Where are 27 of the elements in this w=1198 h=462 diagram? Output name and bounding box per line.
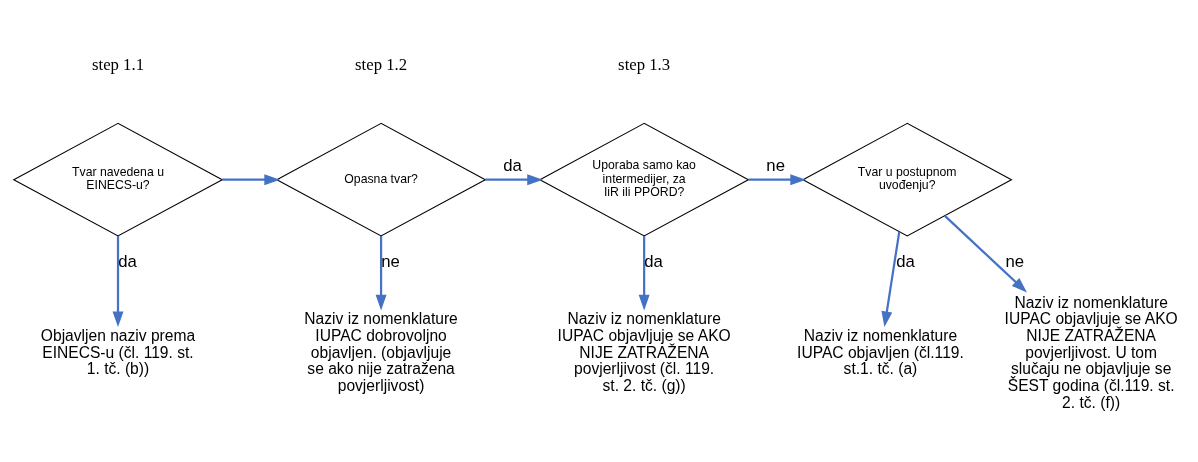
edge-label: ne bbox=[766, 155, 785, 175]
arrow bbox=[222, 173, 280, 185]
node-text: Naziv iz nomenklature IUPAC objavljuje se AKO NIJE ZATRAŽENA povjerljivost (čl. 119. st. 2. tč. (g)) bbox=[557, 309, 731, 394]
arrow bbox=[638, 235, 650, 310]
arrow bbox=[881, 231, 901, 327]
node-diamond: Uporaba samo kao intermedijer, za IiR ili PPORD? bbox=[538, 122, 750, 237]
arrow bbox=[944, 214, 1027, 293]
arrow bbox=[375, 235, 387, 310]
edge-label: da bbox=[896, 251, 915, 271]
node-diamond: Opasna tvar? bbox=[275, 122, 487, 237]
arrow bbox=[748, 173, 806, 185]
node-diamond: Tvar u postupnom uvođenju? bbox=[801, 122, 1013, 237]
label: step 1.2 bbox=[355, 54, 408, 74]
node-text: Naziv iz nomenklature IUPAC dobrovoljno objavljen. (objavljuje se ako nije zatražena povjerljivost) bbox=[304, 309, 458, 394]
edge-label: da bbox=[503, 155, 522, 175]
node-text: Naziv iz nomenklature IUPAC objavljen (čl.119. st.1. tč. (a) bbox=[797, 326, 964, 377]
edge-label: ne bbox=[381, 251, 400, 271]
arrow bbox=[485, 173, 543, 185]
node-text: Naziv iz nomenklature IUPAC objavljuje se AKO NIJE ZATRAŽENA povjerljivost. U tom slučaju ne objavljuje se ŠEST godina (čl.119. st. 2. tč. (f)) bbox=[1004, 293, 1178, 411]
edge-label: ne bbox=[1005, 251, 1025, 271]
arrow bbox=[112, 235, 124, 327]
edge-label: da bbox=[644, 251, 663, 271]
node-text: Objavljen naziv prema EINECS-u (čl. 119. st. 1. tč. (b)) bbox=[40, 326, 196, 377]
label: step 1.1 bbox=[92, 54, 145, 74]
node-diamond: Tvar navedena u EINECS-u? bbox=[12, 122, 224, 237]
edge-label: da bbox=[118, 251, 137, 271]
label: step 1.3 bbox=[618, 54, 671, 74]
